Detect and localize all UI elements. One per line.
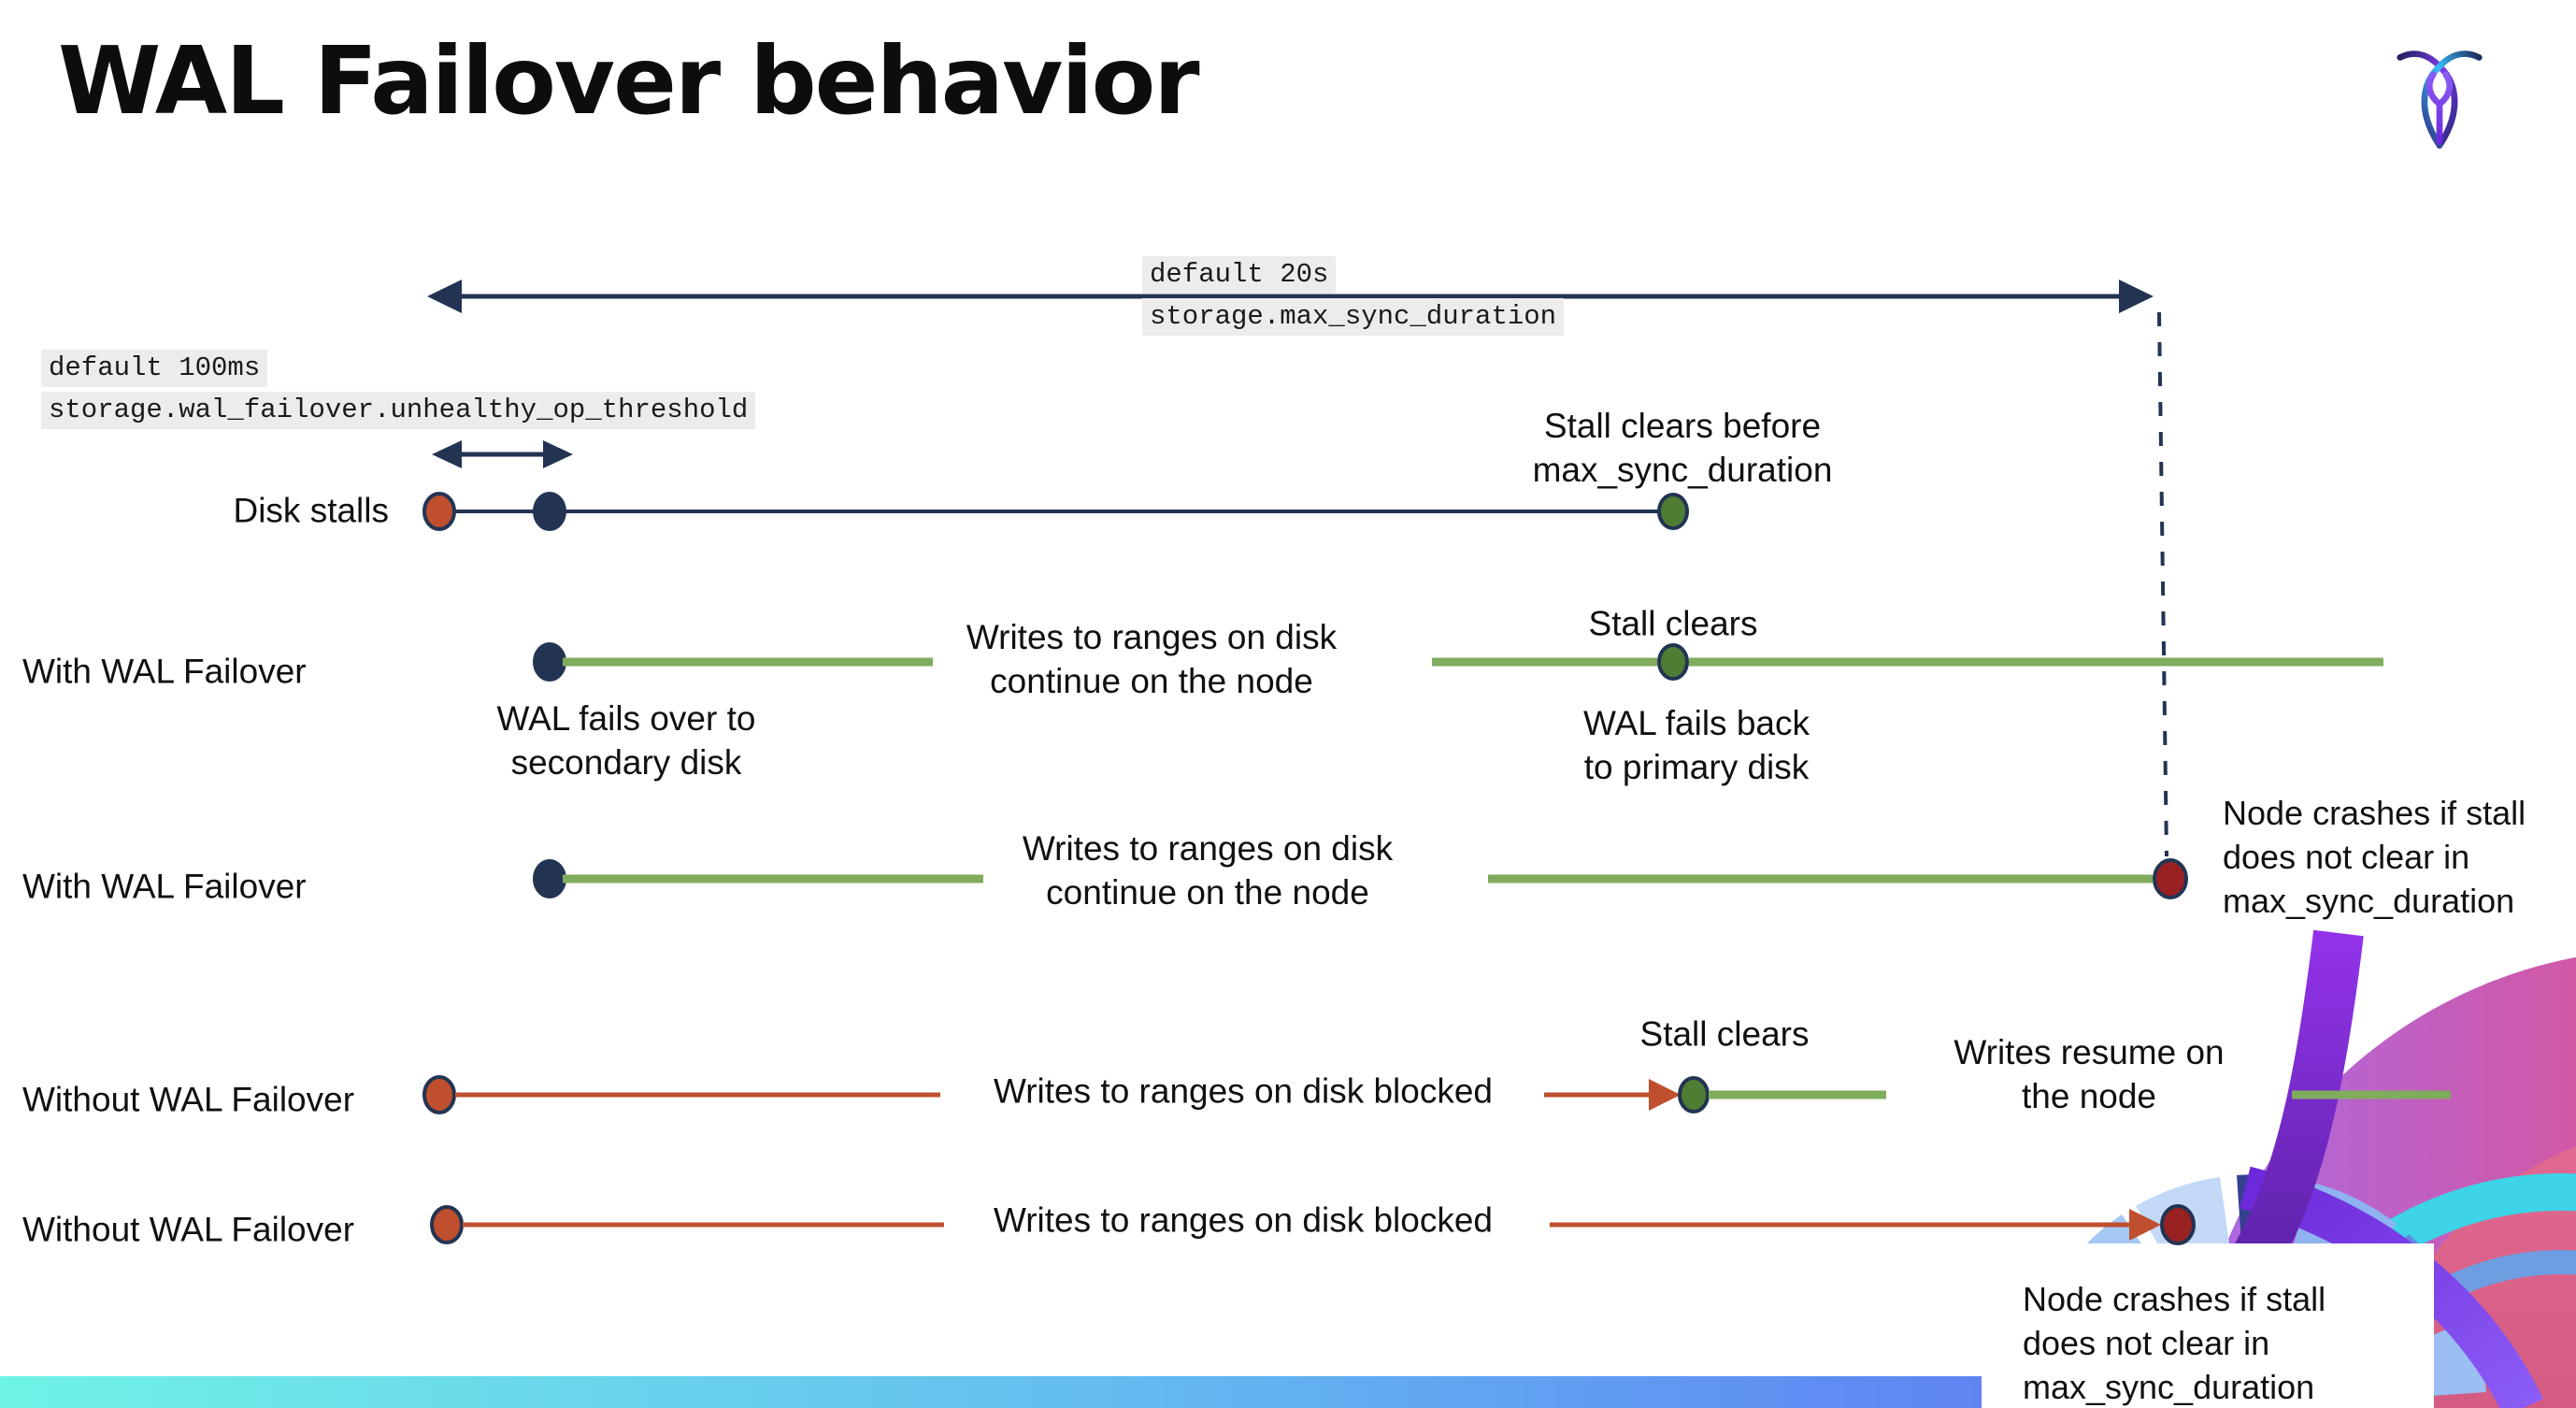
- failover-dot-2: [533, 859, 566, 898]
- row-label-disk-stalls: Disk stalls: [233, 491, 389, 530]
- stall-clears-label-1: Stall clears: [1588, 604, 1758, 643]
- node-crash-dot: [2153, 858, 2188, 899]
- writes-blocked-label-2: Writes to ranges on disk blocked: [993, 1200, 1494, 1240]
- stall-clears-dot: [1657, 493, 1689, 530]
- wal-fails-over-label: WAL fails over to secondary disk: [496, 699, 756, 782]
- max-sync-default-chip: default 20s: [1142, 256, 1337, 294]
- row-label-with-wal-1: With WAL Failover: [22, 652, 307, 691]
- stall-start-dot-3: [430, 1205, 464, 1244]
- stall-clears-before-label: Stall clears before max_sync_duration: [1532, 407, 1833, 489]
- row-label-with-wal-2: With WAL Failover: [22, 867, 307, 906]
- writes-continue-label-2: Writes to ranges on disk continue on the…: [1022, 829, 1394, 912]
- row-label-without-wal-1: Without WAL Failover: [22, 1080, 355, 1119]
- max-sync-duration-setting: default 20s storage.max_sync_duration: [1142, 256, 1565, 336]
- unhealthy-op-threshold-setting: default 100ms storage.wal_failover.unhea…: [41, 350, 756, 429]
- unhealthy-op-threshold-arrow: [432, 440, 573, 468]
- blocked-arrowhead-2: [2129, 1209, 2161, 1241]
- threshold-default-chip: default 100ms: [41, 350, 268, 387]
- row-disk-stalls-timeline: [422, 492, 1689, 531]
- writes-blocked-label-1: Writes to ranges on disk blocked: [993, 1071, 1494, 1111]
- blocked-arrowhead: [1649, 1079, 1681, 1111]
- cockroachdb-logo: [2397, 50, 2483, 149]
- wal-fails-back-label: WAL fails back to primary disk: [1583, 704, 1810, 786]
- crash-note-box: Node crashes if stall does not clear in …: [1982, 1243, 2434, 1408]
- writes-resume-label: Writes resume on the node: [1953, 1033, 2225, 1115]
- failover-dot: [533, 642, 566, 682]
- row-label-without-wal-2: Without WAL Failover: [22, 1210, 355, 1249]
- threshold-name-chip: storage.wal_failover.unhealthy_op_thresh…: [41, 392, 756, 429]
- stall-clears-dot-2: [1678, 1076, 1710, 1113]
- max-sync-deadline-dashed-line: [2157, 311, 2168, 857]
- stall-clears-label-2: Stall clears: [1639, 1014, 1810, 1054]
- max-sync-name-chip: storage.max_sync_duration: [1142, 298, 1565, 336]
- node-crash-dot-2: [2160, 1204, 2196, 1245]
- stall-start-dot: [422, 492, 456, 531]
- node-crash-label-without-wal: Node crashes if stall does not clear in …: [2023, 1280, 2326, 1407]
- page-title: WAL Failover behavior: [58, 26, 1200, 136]
- threshold-dot: [533, 492, 566, 531]
- stall-start-dot-2: [422, 1075, 456, 1114]
- row-with-wal-1-timeline: [533, 642, 2383, 682]
- node-crash-label-with-wal: Node crashes if stall does not clear in …: [2223, 794, 2526, 921]
- failback-dot: [1657, 643, 1689, 681]
- writes-continue-label-1: Writes to ranges on disk continue on the…: [966, 618, 1338, 700]
